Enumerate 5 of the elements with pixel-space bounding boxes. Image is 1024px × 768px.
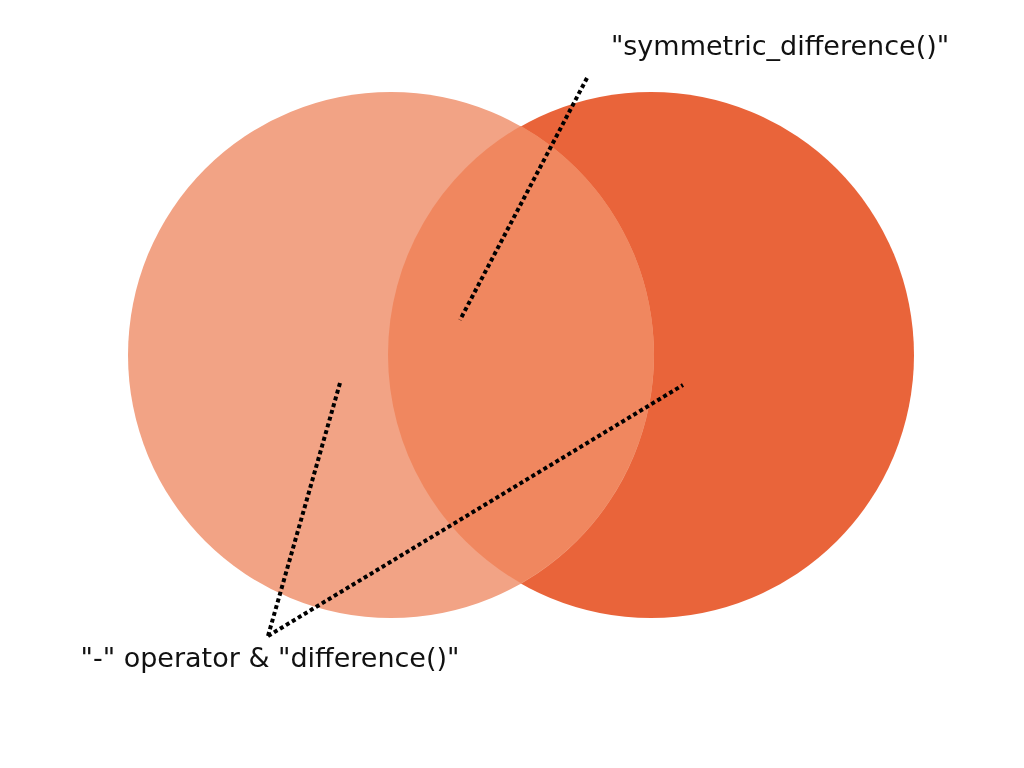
leader-line (266, 383, 685, 638)
leader-line (266, 382, 342, 637)
leader-line (458, 77, 589, 321)
leader-label: "-" operator & "difference()" (79, 641, 461, 675)
leader-label: "symmetric_difference()" (609, 29, 951, 63)
